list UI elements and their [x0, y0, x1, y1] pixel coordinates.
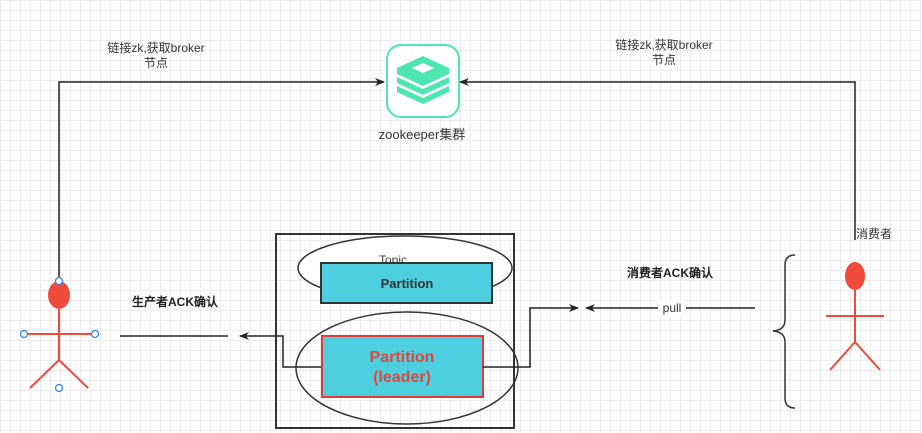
consumer-actor[interactable] [826, 262, 884, 371]
partition-box[interactable] [320, 262, 493, 304]
pull-label: pull [663, 301, 682, 315]
consumer-group-brace [772, 254, 796, 409]
consumer-to-zk-connector [459, 78, 856, 240]
producer-to-zk-connector [58, 78, 385, 281]
consumer-label: 消费者 [856, 227, 892, 241]
producer-actor[interactable] [24, 281, 94, 389]
leader-partition-label: Partition(leader) [370, 349, 435, 386]
leader-ellipse[interactable] [295, 311, 519, 425]
selection-handles [19, 276, 100, 393]
partition-label: Partition [381, 276, 434, 291]
producer-ack-label: 生产者ACK确认 [132, 294, 219, 309]
leader-to-consumer-connector [483, 304, 579, 368]
zookeeper-label: zookeeper集群 [379, 127, 466, 142]
leader-to-producer-connector [239, 332, 322, 368]
leader-partition-box[interactable] [321, 335, 484, 398]
broker-box[interactable] [275, 233, 515, 429]
consumer-ack-label: 消费者ACK确认 [627, 265, 714, 280]
zookeeper-icon[interactable] [386, 44, 460, 118]
